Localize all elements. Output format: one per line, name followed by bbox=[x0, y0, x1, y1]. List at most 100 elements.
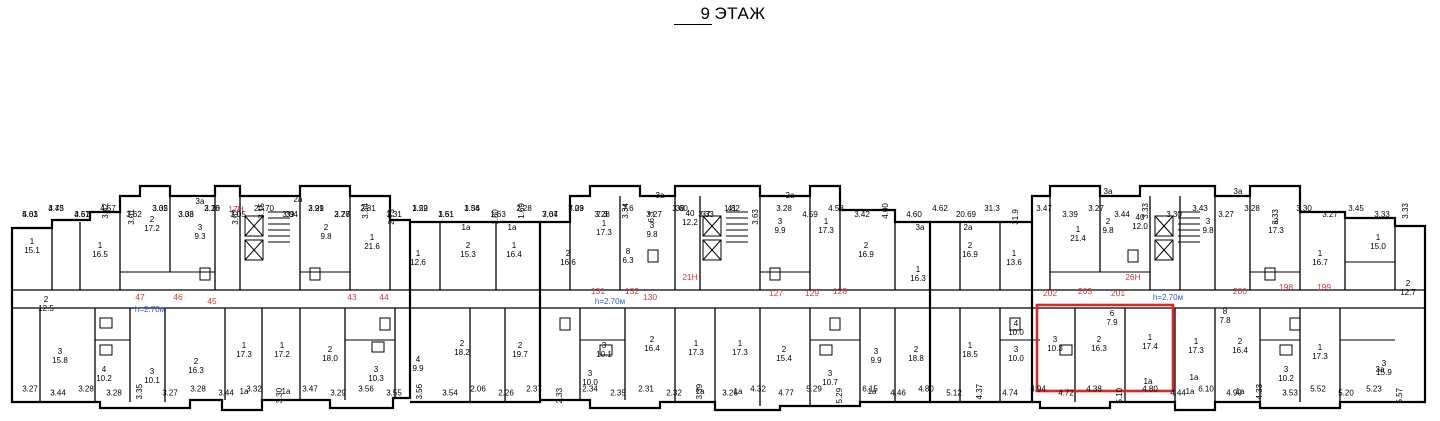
apartment-number: 44 bbox=[379, 292, 389, 302]
dimension-label: 4.94 bbox=[1030, 385, 1046, 394]
dimension-label: 2.37 bbox=[526, 385, 542, 394]
dimension-label: 6.15 bbox=[862, 385, 878, 394]
room-number: 1 bbox=[1076, 225, 1081, 234]
dimension-label: 3.47 bbox=[302, 385, 318, 394]
dimension-label: 4.75 bbox=[48, 204, 64, 213]
room-number: 2 bbox=[460, 339, 465, 348]
stair-label: 1a bbox=[1236, 387, 1245, 396]
room-number: 1 bbox=[1148, 333, 1153, 342]
room-number: 1 bbox=[1318, 249, 1323, 258]
room-area: 10.3 bbox=[1047, 344, 1063, 353]
room-number: 2 bbox=[194, 357, 199, 366]
dimension-label: 4.33 bbox=[1255, 383, 1264, 399]
dimension-label: 3.27 bbox=[162, 389, 178, 398]
stair-label: 1a bbox=[696, 387, 705, 396]
room-number: 1 bbox=[98, 241, 103, 250]
dimension-label: 3.26 bbox=[722, 389, 738, 398]
room-area: 18.8 bbox=[908, 354, 924, 363]
room-number: 3 bbox=[1014, 345, 1019, 354]
apartment-number: 46 bbox=[173, 292, 183, 302]
room-number: 2 bbox=[1106, 217, 1111, 226]
dimension-label: 7.07 bbox=[542, 210, 558, 219]
dimension-label: 3.30 bbox=[1166, 210, 1182, 219]
stair-label: 3a bbox=[1376, 365, 1385, 374]
dimension-label: 3.61 bbox=[438, 210, 454, 219]
apartment-number: 132 bbox=[625, 286, 639, 296]
dimension-label: 3.56 bbox=[415, 383, 424, 399]
room-number: 8 bbox=[1223, 307, 1228, 316]
dimension-label: 1.80 bbox=[491, 209, 500, 225]
dimension-label: 4.59 bbox=[802, 210, 818, 219]
dimension-label: 4.63 bbox=[22, 210, 38, 219]
room-number: 3 bbox=[1382, 359, 1387, 368]
room-number: 2 bbox=[968, 241, 973, 250]
room-area: 19.7 bbox=[512, 350, 528, 359]
dimension-label: 3.33 bbox=[1374, 210, 1390, 219]
dimension-label: 6.10 bbox=[1198, 385, 1214, 394]
room-area: 16.4 bbox=[506, 250, 522, 259]
stair-label: 1a bbox=[282, 387, 291, 396]
dimension-label: 5.20 bbox=[1338, 389, 1354, 398]
dimension-label: 3.39 bbox=[695, 383, 704, 399]
room-number: 2 bbox=[328, 345, 333, 354]
room-number: 3 bbox=[602, 341, 607, 350]
dimension-label: 1.82 bbox=[724, 204, 740, 213]
room-number: 4 bbox=[1014, 319, 1019, 328]
room-number: 1 bbox=[1012, 249, 1017, 258]
dimension-label: 3.36 bbox=[464, 204, 480, 213]
stair-label: 2a bbox=[964, 223, 973, 232]
dimension-label: 37 bbox=[702, 210, 711, 219]
dimension-label: 4.44 bbox=[1170, 389, 1186, 398]
apartment-number: 128 bbox=[833, 286, 847, 296]
stair-label: 1a bbox=[508, 223, 517, 232]
fixtures bbox=[99, 249, 1301, 356]
dimension-label: 3.43 bbox=[48, 204, 64, 213]
room-number: 2 bbox=[864, 241, 869, 250]
dimension-label: 3.04 bbox=[282, 210, 298, 219]
dimension-label: 3.15 bbox=[257, 203, 266, 219]
dimension-label: 2.26 bbox=[498, 389, 514, 398]
room-area: 16.4 bbox=[644, 344, 660, 353]
room-area: 15.9 bbox=[1376, 368, 1392, 377]
dimension-label: 4.38 bbox=[1086, 385, 1102, 394]
corridor-height: h=2.70м bbox=[595, 297, 625, 306]
room-number: 6 bbox=[1110, 309, 1115, 318]
dimension-label: 3.27 bbox=[334, 210, 350, 219]
room-area: 9.8 bbox=[320, 232, 332, 241]
dimension-label: 2.32 bbox=[666, 389, 682, 398]
room-area: 16.5 bbox=[92, 250, 108, 259]
dimension-label: 3.42 bbox=[854, 210, 870, 219]
dimension-label: 3.27 bbox=[22, 385, 38, 394]
room-area: 10.0 bbox=[1008, 328, 1024, 337]
dimension-label: 3.64 bbox=[542, 210, 558, 219]
dimension-label: 2.31 bbox=[638, 385, 654, 394]
room-area: 9.9 bbox=[870, 356, 882, 365]
dimension-label: 3.05 bbox=[230, 210, 246, 219]
room-number: 1 bbox=[1376, 233, 1381, 242]
room-area: 17.3 bbox=[1268, 226, 1284, 235]
room-number: 1 bbox=[1318, 343, 1323, 352]
dimension-label: 3.28 bbox=[594, 210, 610, 219]
dimension-label: 3.91 bbox=[308, 204, 324, 213]
dimension-label: 20.69 bbox=[956, 210, 977, 219]
room-area: 10.1 bbox=[144, 376, 160, 385]
dimension-label: 3.27 bbox=[1088, 204, 1104, 213]
dimension-label: 3.33 bbox=[1141, 203, 1150, 219]
dimension-label: 3.33 bbox=[1401, 203, 1410, 219]
room-number: 40 bbox=[1136, 213, 1145, 222]
dimension-label: 3.62 bbox=[231, 209, 240, 225]
dimension-label: 2.81 bbox=[360, 204, 376, 213]
room-area: 16.9 bbox=[858, 250, 874, 259]
dimension-label: 4.00 bbox=[881, 203, 890, 219]
dimension-label: 3.62 bbox=[126, 210, 142, 219]
room-area: 17.3 bbox=[818, 226, 834, 235]
room-number: 3 bbox=[1053, 335, 1058, 344]
apartment-number: 47 bbox=[135, 292, 145, 302]
highlighted-apartment[interactable] bbox=[1035, 303, 1175, 393]
dimension-label: 3.63 bbox=[751, 209, 760, 225]
dimension-label: 3.29 bbox=[412, 204, 428, 213]
dimension-label: 4.99 bbox=[1226, 389, 1242, 398]
room-number: 1 bbox=[370, 233, 375, 242]
room-area: 10.0 bbox=[1008, 354, 1024, 363]
dimension-label: 3.44 bbox=[1114, 210, 1130, 219]
